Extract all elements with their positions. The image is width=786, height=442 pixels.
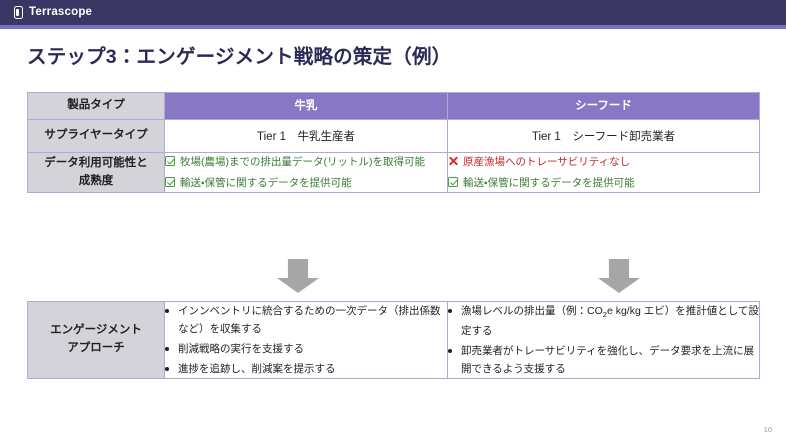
cell-data-availability-milk: 牧場(農場)までの排出量データ(リットル)を取得可能 輸送・保管に関するデータを…: [164, 151, 448, 194]
table-row-product-type: 製品タイプ 牛乳 シーフード: [27, 92, 760, 120]
list-item-text: 削減戦略の実行を支援する: [178, 343, 304, 356]
list-item: 卸売業者がトレーサビリティを強化し、データ要求を上流に展開できるよう支援する: [448, 342, 759, 378]
cell-engagement-milk: インンベントリに統合するための一次データ（排出係数など）を収集する 削減戦略の実…: [164, 300, 448, 380]
marked-item: 牧場(農場)までの排出量データ(リットル)を取得可能: [165, 153, 447, 171]
marked-item-text: 輸送・保管に関するデータを提供可能: [463, 177, 635, 190]
check-icon: [165, 177, 175, 188]
list-item: インンベントリに統合するための一次データ（排出係数など）を収集する: [165, 302, 447, 338]
list-item-text-sub: 2: [602, 310, 607, 320]
row-label-engagement-approach: エンゲージメント アプローチ: [27, 300, 165, 380]
marked-item-text: 原産漁場へのトレーサビリティなし: [463, 156, 631, 168]
bullet-dot-icon: [448, 309, 452, 314]
terrascope-mark-icon: [14, 6, 23, 19]
row-label-product-type: 製品タイプ: [27, 92, 165, 120]
accent-strip: [0, 25, 786, 29]
list-item: 削減戦略の実行を支援する: [165, 340, 447, 358]
down-arrow-icon-seafood: [598, 259, 640, 293]
list-item-text: 卸売業者がトレーサビリティを強化し、データ要求を上流に展開できるよう支援する: [461, 344, 755, 375]
cell-data-availability-seafood: 原産漁場へのトレーサビリティなし 輸送・保管に関するデータを提供可能: [447, 151, 760, 194]
brand-logo: Terrascope: [14, 6, 92, 19]
row-label-line-2: 成熟度: [78, 174, 114, 187]
cell-supplier-type-milk: Tier 1 牛乳生産者: [164, 119, 448, 153]
list-item-text-post: e kg/kg エビ）を推計値として設定する: [461, 305, 759, 337]
brand-name: Terrascope: [29, 5, 93, 18]
cell-supplier-type-seafood: Tier 1 シーフード卸売業者: [447, 119, 760, 153]
row-label-line-1: データ利用可能性と: [44, 156, 148, 169]
bullet-dot-icon: [165, 367, 169, 372]
down-arrow-icon-milk: [277, 259, 319, 293]
list-item-text: 進捗を追跡し、削減案を提示する: [178, 363, 336, 376]
list-item-text: インンベントリに統合するための一次データ（排出係数など）を収集する: [178, 305, 441, 336]
engagement-approach-table: エンゲージメント アプローチ インンベントリに統合するための一次データ（排出係数…: [27, 300, 760, 380]
page-title: ステップ3：エンゲージメント戦略の策定（例）: [27, 46, 452, 68]
list-item-text-pre: 漁場レベルの排出量（例：CO: [461, 305, 603, 318]
marked-item-text: 牧場(農場)までの排出量データ(リットル)を取得可能: [180, 156, 425, 168]
marked-item: 原産漁場へのトレーサビリティなし: [448, 153, 759, 171]
table-row-engagement-approach: エンゲージメント アプローチ インンベントリに統合するための一次データ（排出係数…: [27, 300, 760, 380]
row-label-data-availability: データ利用可能性と 成熟度: [27, 151, 165, 194]
marked-item-text: 輸送・保管に関するデータを提供可能: [180, 177, 352, 190]
column-header-seafood: シーフード: [447, 92, 760, 120]
check-icon: [165, 156, 175, 166]
bullet-dot-icon: [165, 347, 169, 352]
bullet-dot-icon: [165, 309, 169, 313]
bullet-list-seafood: 漁場レベルの排出量（例：CO2e kg/kg エビ）を推計値として設定する 卸売…: [448, 302, 759, 377]
check-icon: [448, 177, 458, 188]
row-label-line-1: エンゲージメント: [50, 324, 142, 337]
bullet-dot-icon: [448, 348, 452, 353]
bullet-list-milk: インンベントリに統合するための一次データ（排出係数など）を収集する 削減戦略の実…: [165, 302, 447, 378]
table-row-data-availability: データ利用可能性と 成熟度 牧場(農場)までの排出量データ(リットル)を取得可能…: [27, 151, 760, 194]
list-item: 漁場レベルの排出量（例：CO2e kg/kg エビ）を推計値として設定する: [448, 302, 759, 339]
top-brand-bar: Terrascope: [0, 0, 786, 25]
table-row-supplier-type: サプライヤータイプ Tier 1 牛乳生産者 Tier 1 シーフード卸売業者: [27, 119, 760, 153]
cross-icon: [448, 156, 458, 166]
marked-item: 輸送・保管に関するデータを提供可能: [448, 174, 759, 192]
list-item-text: 漁場レベルの排出量（例：CO2e kg/kg エビ）を推計値として設定する: [461, 302, 759, 339]
marked-item: 輸送・保管に関するデータを提供可能: [165, 174, 447, 192]
comparison-table-top: 製品タイプ 牛乳 シーフード サプライヤータイプ Tier 1 牛乳生産者 Ti…: [27, 92, 760, 194]
column-header-milk: 牛乳: [164, 92, 448, 120]
row-label-line-2: アプローチ: [67, 342, 125, 355]
page-number: 10: [763, 425, 772, 434]
row-label-supplier-type: サプライヤータイプ: [27, 119, 165, 153]
list-item: 進捗を追跡し、削減案を提示する: [165, 360, 447, 378]
cell-engagement-seafood: 漁場レベルの排出量（例：CO2e kg/kg エビ）を推計値として設定する 卸売…: [447, 300, 760, 380]
